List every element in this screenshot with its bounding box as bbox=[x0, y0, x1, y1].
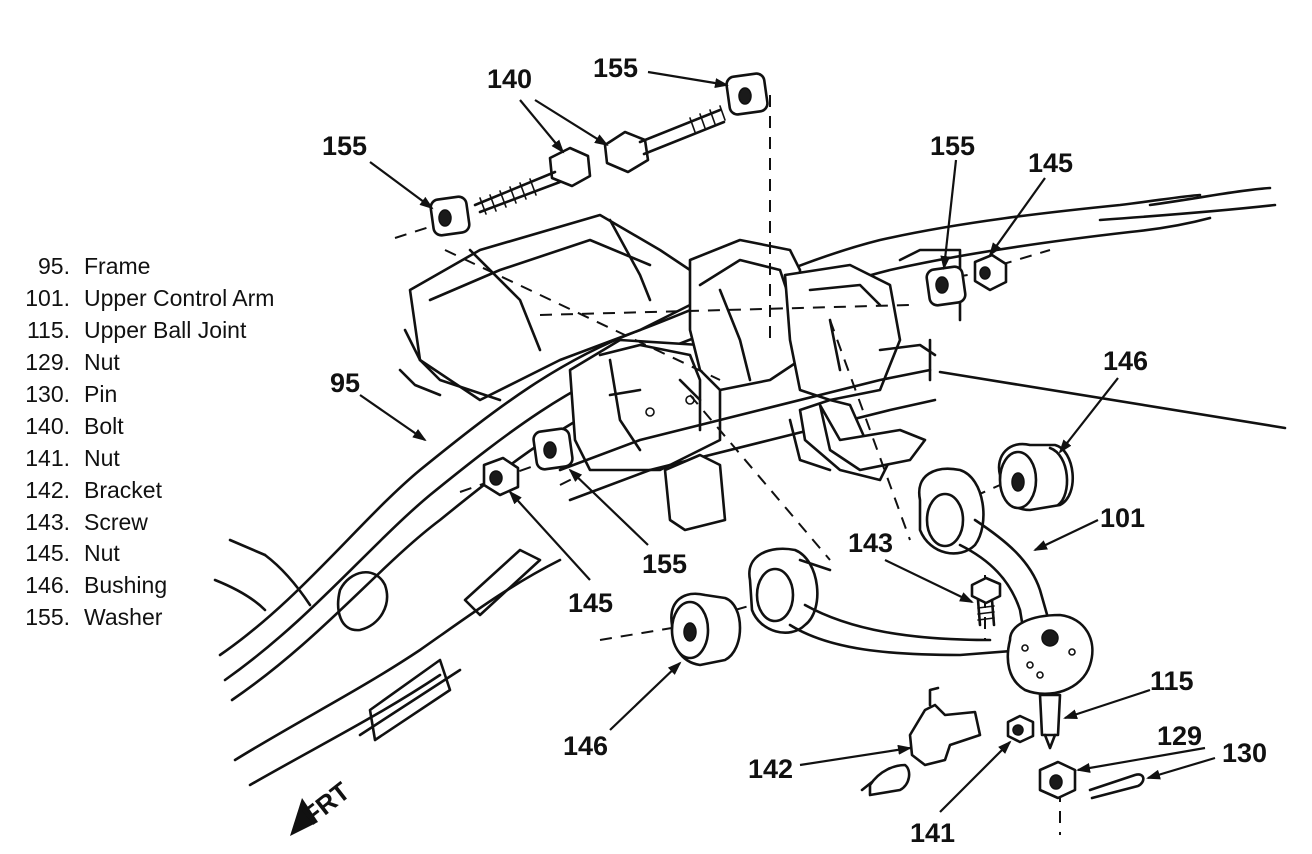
legend-item: 142. Bracket bbox=[25, 477, 162, 503]
legend-name: Upper Ball Joint bbox=[84, 317, 247, 343]
legend-name: Bushing bbox=[84, 572, 167, 598]
bushing-146-left bbox=[670, 592, 742, 667]
nut-141 bbox=[1006, 714, 1035, 744]
legend-name: Washer bbox=[84, 604, 163, 630]
callout-155-mid: 155 bbox=[642, 549, 687, 579]
legend-number: 145. bbox=[25, 540, 70, 566]
legend-item: 155. Washer bbox=[25, 604, 162, 630]
legend-name: Frame bbox=[84, 253, 150, 279]
legend-number: 142. bbox=[25, 477, 70, 503]
callout-145-mid: 145 bbox=[568, 588, 613, 618]
front-direction-arrow: FRT bbox=[290, 776, 356, 836]
legend-name: Nut bbox=[84, 349, 120, 375]
bolt-140-right bbox=[603, 105, 726, 174]
callout-146-right: 146 bbox=[1103, 346, 1148, 376]
legend-item: 129. Nut bbox=[25, 349, 120, 375]
legend-name: Screw bbox=[84, 509, 148, 535]
parts-legend: 95. Frame 101. Upper Control Arm 115. Up… bbox=[25, 253, 274, 630]
callout-143: 143 bbox=[848, 528, 893, 558]
callout-146-bottom: 146 bbox=[563, 731, 608, 761]
callout-155-left: 155 bbox=[322, 131, 367, 161]
callout-142: 142 bbox=[748, 754, 793, 784]
frame-crossmember bbox=[398, 213, 962, 532]
bushing-146-right bbox=[997, 442, 1074, 512]
legend-number: 140. bbox=[25, 413, 70, 439]
legend-name: Nut bbox=[84, 445, 120, 471]
legend-item: 101. Upper Control Arm bbox=[25, 285, 274, 311]
callout-155-right: 155 bbox=[930, 131, 975, 161]
washer-155-top bbox=[725, 72, 769, 116]
bracket-142 bbox=[860, 686, 982, 797]
callout-leaders bbox=[359, 70, 1216, 813]
callout-numbers: 140 155 155 155 145 95 146 101 143 155 1… bbox=[322, 53, 1267, 848]
callout-115: 115 bbox=[1150, 666, 1194, 696]
legend-item: 141. Nut bbox=[25, 445, 120, 471]
legend-number: 101. bbox=[25, 285, 70, 311]
callout-130: 130 bbox=[1222, 738, 1267, 768]
nut-145-mid bbox=[482, 456, 520, 497]
legend-name: Upper Control Arm bbox=[84, 285, 274, 311]
legend-number: 115. bbox=[27, 317, 70, 343]
legend-number: 143. bbox=[25, 509, 70, 535]
callout-155-top: 155 bbox=[593, 53, 638, 83]
legend-item: 140. Bolt bbox=[25, 413, 124, 439]
callout-95: 95 bbox=[330, 368, 360, 398]
legend-number: 155. bbox=[25, 604, 70, 630]
legend-number: 141. bbox=[25, 445, 70, 471]
frame-rail bbox=[213, 186, 1287, 787]
callout-129: 129 bbox=[1157, 721, 1202, 751]
nut-145-right bbox=[973, 253, 1008, 292]
legend-name: Bracket bbox=[84, 477, 163, 503]
legend-item: 143. Screw bbox=[25, 509, 148, 535]
legend-item: 130. Pin bbox=[25, 381, 117, 407]
callout-141: 141 bbox=[910, 818, 955, 848]
callout-145-right: 145 bbox=[1028, 148, 1073, 178]
legend-name: Nut bbox=[84, 540, 120, 566]
legend-number: 129. bbox=[25, 349, 70, 375]
legend-number: 130. bbox=[25, 381, 70, 407]
callout-101: 101 bbox=[1100, 503, 1145, 533]
washer-155-right bbox=[925, 265, 967, 307]
legend-name: Bolt bbox=[84, 413, 124, 439]
washer-155-mid bbox=[532, 427, 574, 471]
upper-control-arm bbox=[748, 467, 1094, 696]
washer-155-upper-left bbox=[429, 195, 471, 237]
legend-item: 95. Frame bbox=[38, 253, 150, 279]
legend-number: 95. bbox=[38, 253, 70, 279]
bolt-140-left bbox=[473, 146, 592, 215]
callout-140: 140 bbox=[487, 64, 532, 94]
upper-ball-joint bbox=[1038, 693, 1145, 800]
front-direction-arrow-icon bbox=[290, 798, 318, 836]
legend-item: 145. Nut bbox=[25, 540, 120, 566]
legend-item: 115. Upper Ball Joint bbox=[27, 317, 247, 343]
legend-number: 146. bbox=[25, 572, 70, 598]
legend-name: Pin bbox=[84, 381, 117, 407]
legend-item: 146. Bushing bbox=[25, 572, 167, 598]
